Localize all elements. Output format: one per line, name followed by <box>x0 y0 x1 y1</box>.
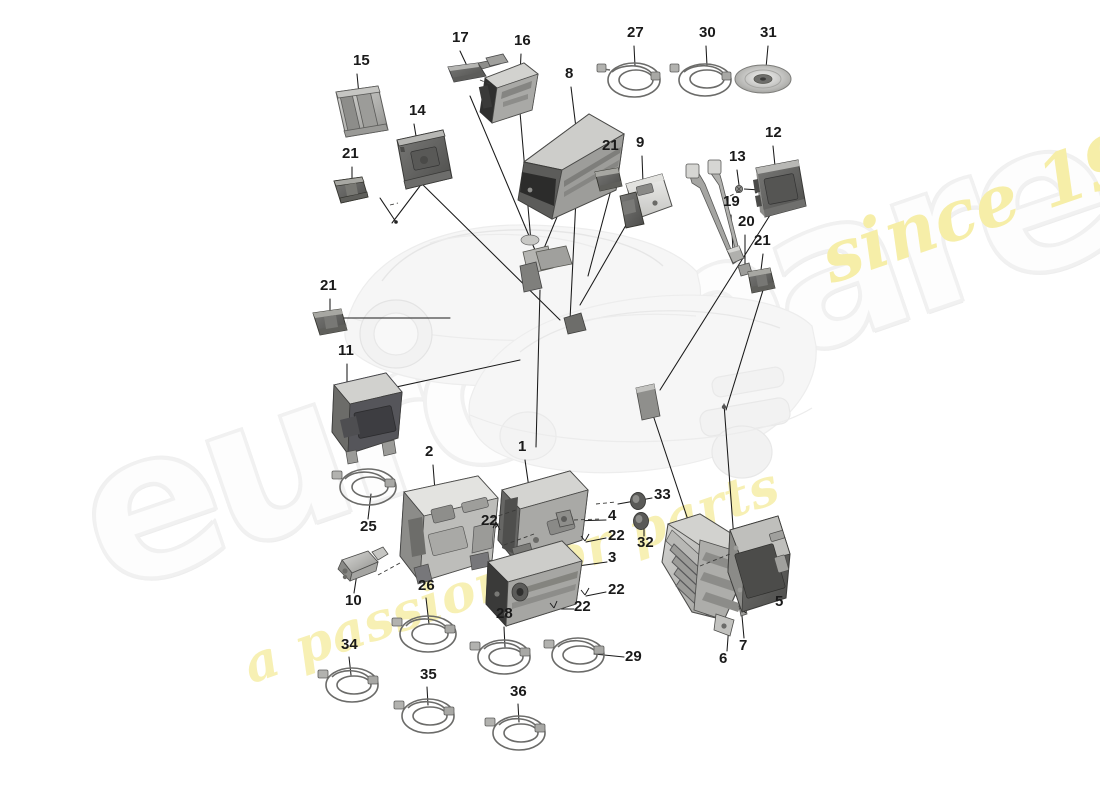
part-28-connector-end2 <box>519 647 531 657</box>
callout-22-b: 22 <box>608 527 625 544</box>
callout-12: 12 <box>765 124 782 141</box>
part-34-cable <box>325 667 379 703</box>
part-9-antenna-amplifier <box>619 173 673 229</box>
part-35-cable <box>401 698 455 734</box>
part-11-bracket <box>331 372 403 465</box>
callout-4: 4 <box>608 507 617 524</box>
part-14-control-unit <box>396 129 453 190</box>
callout-21-d: 21 <box>320 277 337 294</box>
part-27-connector-end2 <box>650 71 661 81</box>
part-22-screws <box>492 521 590 609</box>
part-29-connector-end <box>543 639 555 649</box>
callout-15: 15 <box>353 52 370 69</box>
callout-21-c: 21 <box>754 232 771 249</box>
part-36-cable <box>492 715 546 751</box>
callout-33: 33 <box>654 486 671 503</box>
callout-19: 19 <box>723 193 740 210</box>
callout-6: 6 <box>719 650 728 667</box>
part-33-grommet <box>630 492 646 510</box>
part-26-connector-end2 <box>444 624 456 634</box>
callout-8: 8 <box>565 65 574 82</box>
callout-1: 1 <box>518 438 527 455</box>
part-2-navigation-computer <box>399 475 499 585</box>
in-car-mini-parts <box>519 234 727 421</box>
part-antenna-fork <box>685 159 741 265</box>
callout-21-a: 21 <box>342 145 359 162</box>
callout-28: 28 <box>496 605 513 622</box>
callout-21-b: 21 <box>602 137 619 154</box>
callout-36: 36 <box>510 683 527 700</box>
callout-16: 16 <box>514 32 531 49</box>
callout-31: 31 <box>760 24 777 41</box>
part-36-connector-end <box>484 717 496 727</box>
callout-25: 25 <box>360 518 377 535</box>
part-17-microphone <box>447 53 509 83</box>
part-26-cable <box>399 615 457 653</box>
part-8-cd-changer <box>517 113 625 220</box>
part-21-connector-b <box>594 167 623 192</box>
part-21-connector-c <box>747 267 776 294</box>
part-12-amplifier <box>753 159 807 218</box>
callout-11: 11 <box>338 342 354 359</box>
part-10-inline-filter <box>337 546 389 582</box>
callout-27: 27 <box>627 24 644 41</box>
part-21-connector-d <box>312 308 348 336</box>
part-25-connector-end2 <box>384 478 396 488</box>
callout-17: 17 <box>452 29 469 46</box>
part-29-cable <box>551 637 605 673</box>
callout-10: 10 <box>345 592 362 609</box>
part-4-connector <box>555 509 575 528</box>
callout-35: 35 <box>420 666 437 683</box>
assembly-dashed-lines <box>377 79 743 576</box>
part-31-disc <box>734 64 792 94</box>
callout-22-c: 22 <box>608 581 625 598</box>
part-34-connector-end <box>317 669 329 679</box>
part-16-roof-module <box>478 62 539 124</box>
part-35-connector-end <box>393 700 405 710</box>
part-21-connector-a <box>333 176 369 204</box>
callout-20: 20 <box>738 213 755 230</box>
callout-22-a: 22 <box>481 512 498 529</box>
part-26-connector-end <box>391 617 403 627</box>
callout-30: 30 <box>699 24 716 41</box>
part-5-amplifier-module <box>727 515 791 613</box>
part-25-connector-end <box>331 470 343 480</box>
callout-26: 26 <box>418 577 435 594</box>
part-28-connector-end <box>469 641 481 651</box>
part-27-connector-end <box>596 63 607 73</box>
part-15-bracket <box>335 85 389 138</box>
part-29-connector-end2 <box>593 645 605 655</box>
part-13-screw <box>734 184 744 194</box>
callout-14: 14 <box>409 102 426 119</box>
callout-3: 3 <box>608 549 617 566</box>
part-30-connector-end2 <box>721 71 732 81</box>
part-30-connector-end <box>669 63 680 73</box>
callout-34: 34 <box>341 636 358 653</box>
part-35-connector-end2 <box>443 706 455 716</box>
part-19-sensor <box>726 245 745 264</box>
part-28-cable <box>477 639 531 675</box>
callout-7: 7 <box>739 637 748 654</box>
callout-2: 2 <box>425 443 434 460</box>
part-32-grommet <box>633 512 649 530</box>
part-36-connector-end2 <box>534 723 546 733</box>
callout-32: 32 <box>637 534 654 551</box>
callout-13: 13 <box>729 148 746 165</box>
callout-5: 5 <box>775 593 784 610</box>
callout-9: 9 <box>636 134 645 151</box>
callout-22-d: 22 <box>574 598 591 615</box>
part-34-connector-end2 <box>367 675 379 685</box>
part-3-drive-unit <box>485 540 583 628</box>
callout-29: 29 <box>625 648 642 665</box>
